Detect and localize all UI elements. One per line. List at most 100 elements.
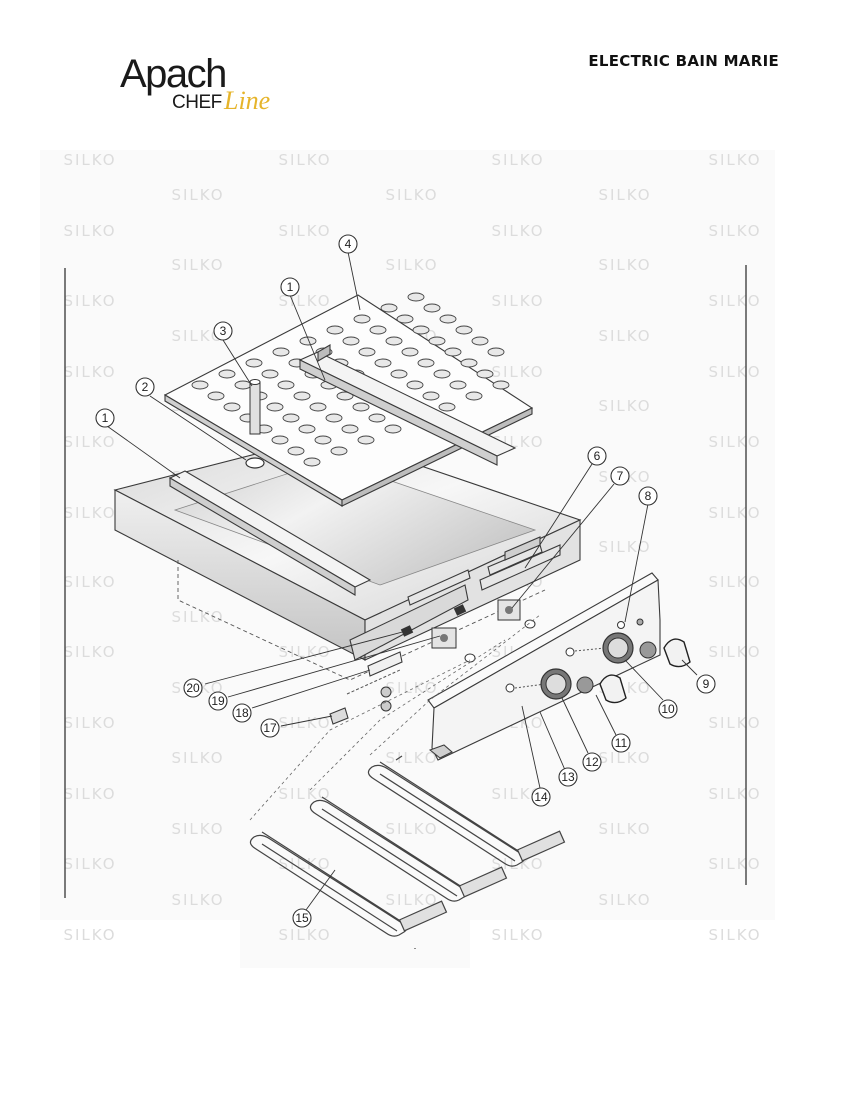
callout-circle bbox=[183, 678, 203, 698]
callout-label: 12 bbox=[585, 755, 599, 769]
watermark-text: SILKO bbox=[278, 714, 331, 732]
callout-circle bbox=[280, 277, 300, 297]
callout-label: 11 bbox=[615, 736, 628, 750]
callout-label: 10 bbox=[661, 702, 675, 716]
callout-label: 3 bbox=[220, 324, 227, 338]
terminal-block bbox=[346, 651, 403, 712]
callout-label: 19 bbox=[211, 694, 225, 708]
watermark-text: SILKO bbox=[598, 891, 651, 909]
drain-plug-ring bbox=[245, 457, 265, 469]
callout-circle bbox=[638, 486, 658, 506]
callout-circle bbox=[531, 787, 551, 807]
callout-label: 6 bbox=[594, 449, 601, 463]
callout-layer bbox=[106, 251, 698, 911]
lid-perforation bbox=[353, 314, 371, 324]
watermark-text: SILKO bbox=[63, 855, 116, 873]
callout-circle bbox=[611, 733, 631, 753]
callout-badge: 2 bbox=[135, 377, 155, 397]
lid-perforation bbox=[325, 413, 343, 423]
watermark-text: SILKO bbox=[708, 151, 761, 169]
watermark-text: SILKO bbox=[598, 538, 651, 556]
watermark-text: SILKO bbox=[171, 327, 224, 345]
callout-badge: 10 bbox=[658, 699, 678, 719]
lid-perforation bbox=[352, 402, 370, 412]
watermark-text: SILKO bbox=[708, 785, 761, 803]
lid-perforation bbox=[455, 325, 473, 335]
watermark-text: SILKO bbox=[708, 433, 761, 451]
callout-label: 4 bbox=[345, 237, 352, 251]
callout-label: 15 bbox=[295, 911, 309, 925]
watermark-text: SILKO bbox=[63, 643, 116, 661]
lid-perforation bbox=[314, 435, 332, 445]
watermark-text: SILKO bbox=[491, 363, 544, 381]
watermark-text: SILKO bbox=[598, 820, 651, 838]
callout-label: 1 bbox=[287, 280, 294, 294]
callout-label: 17 bbox=[263, 721, 277, 735]
callout-circle bbox=[208, 691, 228, 711]
lid-perforation bbox=[460, 358, 478, 368]
watermark-text: SILKO bbox=[598, 256, 651, 274]
callout-badge: 3 bbox=[213, 321, 233, 341]
lid-perforation bbox=[342, 336, 360, 346]
watermark-text: SILKO bbox=[278, 292, 331, 310]
watermark-text: SILKO bbox=[385, 749, 438, 767]
watermark-text: SILKO bbox=[708, 363, 761, 381]
watermark-text: SILKO bbox=[491, 926, 544, 944]
callout-badge: 12 bbox=[582, 752, 602, 772]
watermark-text: SILKO bbox=[385, 820, 438, 838]
lid-perforation bbox=[374, 358, 392, 368]
callout-label: 13 bbox=[561, 770, 575, 784]
watermark-text: SILKO bbox=[278, 855, 331, 873]
lid-perforation bbox=[423, 303, 441, 313]
lid-perforation bbox=[330, 446, 348, 456]
callout-circle bbox=[582, 752, 602, 772]
lid-perforation bbox=[476, 369, 494, 379]
lid-perforation bbox=[293, 391, 311, 401]
callout-label: 1 bbox=[102, 411, 109, 425]
watermark-text: SILKO bbox=[491, 855, 544, 873]
callout-badge: 8 bbox=[638, 486, 658, 506]
lid-perforation bbox=[336, 391, 354, 401]
lid-perforation bbox=[287, 446, 305, 456]
logo-line-script: Line bbox=[224, 86, 271, 115]
control-panel bbox=[427, 572, 661, 761]
watermark-text: SILKO bbox=[63, 433, 116, 451]
watermark-text: SILKO bbox=[491, 785, 544, 803]
watermark-text: SILKO bbox=[63, 573, 116, 591]
lid-perforation bbox=[487, 347, 505, 357]
lid-perforation bbox=[299, 336, 317, 346]
divider-bar-upper bbox=[298, 344, 517, 466]
perforated-lid bbox=[163, 292, 534, 507]
lid-perforation bbox=[449, 380, 467, 390]
callout-circle bbox=[696, 674, 716, 694]
watermark-text: SILKO bbox=[385, 256, 438, 274]
wiring-guides bbox=[249, 614, 541, 821]
callout-circle bbox=[292, 908, 312, 928]
lid-perforation bbox=[272, 347, 290, 357]
lid-perforation bbox=[326, 325, 344, 335]
lid-perforation bbox=[396, 314, 414, 324]
knob-bezels bbox=[540, 632, 657, 700]
logo-chef: CHEF bbox=[172, 92, 222, 113]
callout-badge: 13 bbox=[558, 767, 578, 787]
watermark-text: SILKO bbox=[63, 504, 116, 522]
lid-perforation bbox=[245, 358, 263, 368]
watermark-text: SILKO bbox=[63, 151, 116, 169]
callout-label: 8 bbox=[645, 489, 652, 503]
callout-circle bbox=[260, 718, 280, 738]
watermark-text: SILKO bbox=[385, 891, 438, 909]
lid-perforation bbox=[357, 435, 375, 445]
callout-badge: 14 bbox=[531, 787, 551, 807]
watermark-text: SILKO bbox=[491, 151, 544, 169]
watermark-text: SILKO bbox=[385, 186, 438, 204]
lid-perforation bbox=[223, 402, 241, 412]
control-knobs bbox=[599, 638, 691, 704]
watermark-text: SILKO bbox=[708, 292, 761, 310]
callout-badge: 1 bbox=[95, 408, 115, 428]
watermark-text: SILKO bbox=[598, 397, 651, 415]
watermark-text: SILKO bbox=[171, 186, 224, 204]
lid-perforation bbox=[471, 336, 489, 346]
callout-label: 7 bbox=[617, 469, 624, 483]
lid-perforation bbox=[422, 391, 440, 401]
